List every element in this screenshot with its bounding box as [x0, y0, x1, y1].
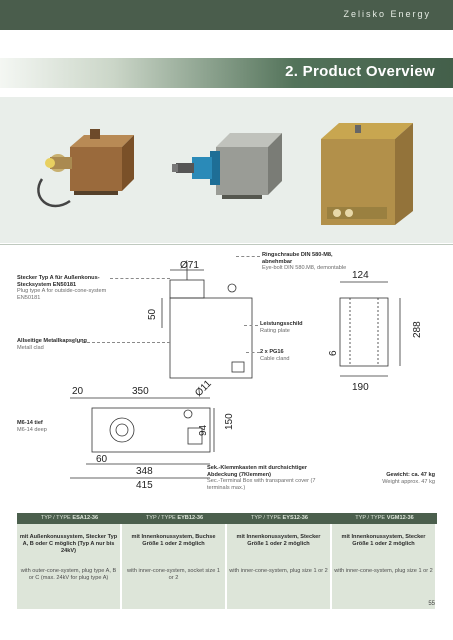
type-header-2: TYP / TYPE EYB12-36: [145, 515, 204, 521]
brand-name: Zelisko Energy: [343, 9, 431, 19]
type-column-3: mit Innenkonussystem, Stecker Größe 1 od…: [227, 524, 330, 609]
terminal-box: [187, 427, 203, 445]
label-terminal-box-de: Sek.-Klemmkasten mit durchsichtiger Abde…: [207, 465, 308, 478]
label-m6-en: M6-14 deep: [17, 426, 47, 433]
label-rating-plate: Leistungsschild Rating plate: [260, 321, 320, 334]
type-desc-en: with inner-cone-system, socket size 1 or…: [127, 568, 220, 581]
label-m6: M6-14 tief M6-14 deep: [17, 420, 77, 433]
page-title: 2. Product Overview: [285, 63, 435, 80]
type-header-4: TYP / TYPE VGM12-36: [355, 515, 414, 521]
label-terminal-box: Sek.-Klemmkasten mit durchsichtiger Abde…: [207, 465, 317, 491]
eyebolt-top: [183, 409, 193, 419]
eyebolt-symbol: [227, 283, 237, 293]
section-divider: [0, 244, 453, 245]
label-gland-de: 2 x PG16: [260, 349, 284, 355]
photo-strip: [0, 97, 453, 243]
label-eyebolt-de: Ringschraube DIN 580-M8, abnehmbar: [262, 252, 333, 265]
dim-288: 288: [412, 321, 423, 338]
plug-unit-photo-3: [321, 123, 413, 225]
leader-line: [236, 256, 260, 257]
dim-415: 415: [136, 480, 153, 491]
type-desc-de: mit Innenkonussystem, Stecker Größe 1 od…: [236, 534, 321, 547]
dim-124: 124: [352, 270, 369, 281]
label-rating-plate-en: Rating plate: [260, 327, 290, 334]
dim-50: 50: [147, 308, 158, 320]
type-desc-en: with inner-cone-system, plug size 1 or 2: [229, 568, 328, 574]
front-view-outline: [339, 297, 389, 367]
type-desc-de: mit Innenkonussystem, Buchse Größe 1 ode…: [131, 534, 216, 547]
label-terminal-box-en: Sec.-Terminal Box with transparent cover…: [207, 478, 316, 491]
type-column-1: mit Außenkonussystem, Stecker Typ A, B o…: [17, 524, 120, 609]
type-desc-en: with outer-cone-system, plug type A, B o…: [20, 568, 117, 581]
title-band: [0, 58, 453, 88]
label-weight-de: Gewicht: ca. 47 kg: [386, 472, 435, 478]
label-eyebolt: Ringschraube DIN 580-M8, abnehmbar Eye-b…: [262, 252, 362, 272]
label-weight-en: Weight approx. 47 kg: [382, 478, 435, 485]
plug-housing: [169, 279, 205, 299]
label-rating-plate-de: Leistungsschild: [260, 321, 303, 327]
leader-line: [246, 352, 260, 353]
type-column-4: mit Innenkonussystem, Stecker Größe 1 od…: [332, 524, 435, 609]
dim-71: Ø71: [180, 260, 199, 271]
type-table-header: TYP / TYPE ESA12-36 TYP / TYPE EYB12-36 …: [17, 513, 437, 524]
side-view-outline: [169, 297, 253, 379]
cable-gland: [231, 361, 245, 373]
type-desc-de: mit Innenkonussystem, Stecker Größe 1 od…: [341, 534, 426, 547]
leader-line: [110, 278, 170, 279]
label-gland-en: Cable cland: [260, 355, 290, 362]
dim-190: 190: [352, 382, 369, 393]
label-clad-de: Allseitige Metallkapselung: [17, 338, 87, 344]
dim-94: 94: [198, 424, 209, 436]
leader-line: [244, 325, 258, 326]
type-table: TYP / TYPE ESA12-36 TYP / TYPE EYB12-36 …: [17, 513, 437, 609]
dim-11: Ø11: [193, 378, 214, 399]
plug-unit-photo-2: [172, 133, 282, 199]
dim-150: 150: [224, 413, 235, 430]
type-desc-en: with inner-cone-system, plug size 1 or 2: [334, 568, 433, 574]
top-view-outline: [91, 407, 211, 453]
page-number: 55: [428, 601, 435, 607]
dim-348: 348: [136, 466, 153, 477]
dim-6: 6: [328, 350, 339, 356]
header-bar: Zelisko Energy: [0, 0, 453, 30]
label-plug-de: Stecker Typ A für Außenkonus-Stecksystem…: [17, 275, 100, 288]
label-eyebolt-en: Eye-bolt DIN 580.M8, demontable: [262, 265, 347, 272]
dim-350: 350: [132, 386, 149, 397]
type-desc-de: mit Außenkonussystem, Stecker Typ A, B o…: [19, 534, 118, 554]
dim-60: 60: [96, 454, 108, 465]
type-header-3: TYP / TYPE EYS12-36: [250, 515, 308, 521]
type-header-1: TYP / TYPE ESA12-36: [40, 515, 99, 521]
label-clad-en: Metall clad: [17, 344, 44, 351]
label-plug: Stecker Typ A für Außenkonus-Stecksystem…: [17, 275, 112, 301]
label-plug-en: Plug type A for outside-cone-system EN50…: [17, 288, 107, 301]
label-m6-de: M6-14 tief: [17, 420, 43, 426]
cone-circle-inner: [115, 423, 129, 437]
plug-unit-photo-1: [37, 129, 134, 208]
cone-circle: [109, 417, 135, 443]
label-weight: Gewicht: ca. 47 kg Weight approx. 47 kg: [340, 472, 435, 485]
leader-line: [72, 342, 170, 343]
label-gland: 2 x PG16 Cable cland: [260, 349, 320, 362]
technical-drawing: Ø71 50 124 288 6 190 20 350 Ø11 94 150 6…: [70, 260, 423, 491]
type-column-2: mit Innenkonussystem, Buchse Größe 1 ode…: [122, 524, 225, 609]
dim-20: 20: [72, 386, 84, 397]
label-clad: Allseitige Metallkapselung Metall clad: [17, 338, 97, 351]
